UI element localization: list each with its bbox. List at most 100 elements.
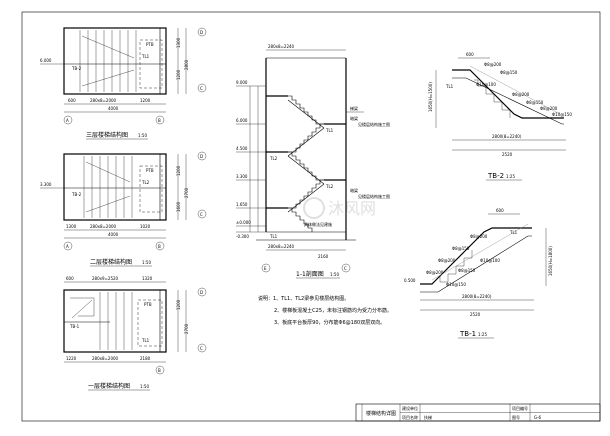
section-1-1: 280x8=2240 9.000 6.000 4.500 — [236, 44, 390, 279]
tb1-label-tl1: TL1 — [509, 230, 518, 235]
watermark: 沐风网 — [303, 197, 376, 219]
tb1-detail: 600 Φ8@200 Φ8@150 Φ10@100 Φ8@200 Φ8@150 … — [404, 208, 553, 339]
second-dim-r2: 1600 — [176, 201, 181, 212]
tb2-bar-5: Φ8@150 — [526, 100, 544, 105]
tb1-bar-2: Φ8@150 — [452, 246, 470, 251]
first-axis-c: C — [200, 346, 203, 351]
section-label-tl1a: TL1 — [325, 128, 334, 133]
tb2-bar-6: Φ8@200 — [540, 106, 558, 111]
tb1-bar-6: Φ8@200 — [426, 270, 444, 275]
title-block-project-label: 建设单位 — [402, 405, 418, 411]
tb2-bottom-dim-1: 2800(8=2240) — [492, 134, 522, 139]
note-line-3: 3、板底平台板厚90，分布筋Φ6@180双层双向。 — [274, 319, 385, 326]
third-axis-c: C — [200, 86, 203, 91]
second-label-tl2: TL2 — [141, 180, 150, 185]
section-bottom-dim-2: 2160 — [318, 254, 329, 259]
first-axis-b: B — [158, 368, 161, 373]
second-dim-total: 4000 — [108, 232, 119, 237]
third-dim-1: 600 — [68, 98, 76, 103]
watermark-text: 沐风网 — [328, 199, 376, 218]
section-level-3: 4.500 — [236, 146, 248, 151]
third-dim-total: 4000 — [108, 106, 119, 111]
tb1-scale: 1:25 — [478, 332, 487, 337]
title-block-drawing-title: 楼梯结构详图 — [366, 410, 396, 417]
first-dim-3: 2180 — [140, 356, 151, 361]
second-dim-2: 280x8=2000 — [90, 224, 117, 229]
section-note-5: 见楼层结构施工图 — [358, 193, 390, 199]
third-dim-r-total: 2800 — [184, 59, 189, 70]
tb2-bottom-dim-2: 2520 — [502, 152, 513, 157]
title-block-sheet-label: 图号 — [512, 414, 520, 420]
second-axis-b: B — [158, 244, 161, 249]
tb1-bottom-dim-1: 2800(8=2240) — [462, 294, 492, 299]
third-dim-r2: 1200 — [176, 69, 181, 80]
tb2-left-dim: 1650(H=1500) — [428, 82, 433, 112]
section-note-2: 暗梁 — [350, 115, 358, 121]
tb2-bar-2: Φ8@150 — [500, 70, 518, 75]
title-block: 楼梯结构详图 建设单位 项目名称 扶梯 项目编号 图号 G-6 — [355, 403, 601, 422]
tb1-bar-4: Φ8@200 — [438, 258, 456, 263]
section-label-tl2b: TL2 — [325, 184, 334, 189]
tb2-bar-3: Φ10@100 — [476, 82, 496, 87]
first-label-tl1: TL1 — [141, 338, 150, 343]
tb1-right-dim: 1650(H=1800) — [548, 246, 553, 276]
second-axis-a: A — [66, 244, 69, 249]
first-floor-plan: 600 280x9=2520 1320 1220 280x8=2000 2180… — [63, 276, 207, 391]
first-dim-top-2: 280x9=2520 — [92, 276, 119, 281]
section-bottom-dim-1: 280x8=2240 — [268, 244, 295, 249]
third-plan-scale: 1:50 — [138, 133, 147, 138]
section-note-6: 具体做法见建施 — [304, 221, 332, 227]
tb2-bar-7: Φ10@150 — [552, 112, 572, 117]
third-level: 6.000 — [40, 58, 52, 63]
title-block-item-value: 扶梯 — [424, 414, 432, 420]
second-dim-1: 1300 — [66, 224, 77, 229]
note-line-1: 说明：1、TL1、TL2梁参见楼层结构图。 — [258, 295, 349, 302]
section-level-2: 6.000 — [236, 118, 248, 123]
section-label-tl1b: TL1 — [269, 234, 278, 239]
second-label-ptb: PTB — [146, 168, 154, 173]
third-dim-2: 280x8=2000 — [90, 98, 117, 103]
tb2-scale: 1:25 — [506, 174, 515, 179]
tb1-title: TB-1 — [459, 330, 476, 338]
sheet-border — [21, 11, 601, 422]
third-axis-a: A — [66, 118, 69, 123]
section-level-5: 1.650 — [236, 202, 248, 207]
section-label-tl2a: TL2 — [269, 156, 278, 161]
section-level-1: 9.000 — [236, 80, 248, 85]
tb1-level: 0.500 — [404, 278, 416, 283]
second-axis-c: C — [200, 212, 203, 217]
section-level-4: 3.300 — [236, 174, 248, 179]
section-axis-e: E — [264, 266, 267, 271]
tb2-bar-1: Φ8@200 — [484, 62, 502, 67]
tb1-bar-1: Φ8@200 — [470, 234, 488, 239]
tb2-bar-4: Φ8@200 — [512, 92, 530, 97]
first-axis-d: D — [200, 290, 203, 295]
second-dim-r-total: 2700 — [184, 187, 189, 198]
first-dim-top-1: 600 — [66, 276, 74, 281]
second-level: 3.300 — [40, 182, 52, 187]
section-note-1: 梯梁 — [350, 105, 358, 111]
tb1-bottom-dim-2: 2520 — [470, 312, 481, 317]
title-block-drawing-no-label: 项目编号 — [512, 405, 528, 411]
tb2-title: TB-2 — [487, 172, 504, 180]
second-axis-d: D — [200, 154, 203, 159]
tb1-top-dim: 600 — [496, 208, 504, 213]
first-plan-scale: 1:50 — [140, 384, 149, 389]
tb1-bar-5: Φ8@150 — [458, 268, 476, 273]
second-floor-plan: 1300 280x8=2000 1020 4000 1200 1600 2700… — [40, 151, 207, 267]
section-note-4: 暗梁 — [350, 187, 358, 193]
third-axis-d: D — [200, 30, 203, 35]
third-floor-plan: 600 280x8=2000 1200 4000 1300 1200 2800 … — [40, 27, 207, 140]
tb1-bar-7: Φ10@150 — [446, 282, 466, 287]
second-dim-r1: 1200 — [176, 165, 181, 176]
second-dim-3: 1020 — [140, 224, 151, 229]
first-dim-r2: 2700 — [184, 323, 189, 334]
tb2-detail: 600 Φ8@200 Φ8@150 Φ10@100 Φ8@200 Φ8@150 … — [428, 52, 572, 181]
first-dim-1: 1220 — [66, 356, 77, 361]
section-scale: 1:50 — [330, 272, 339, 277]
first-label-tb1: TB-1 — [69, 324, 80, 329]
title-block-item-label: 项目名称 — [402, 414, 418, 420]
tb2-label-tl1: TL1 — [445, 84, 454, 89]
general-notes: 说明：1、TL1、TL2梁参见楼层结构图。 2、楼梯板混凝土C25，未标注钢筋均… — [258, 295, 392, 326]
